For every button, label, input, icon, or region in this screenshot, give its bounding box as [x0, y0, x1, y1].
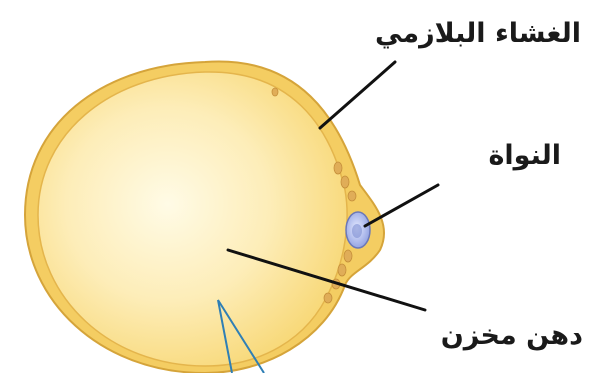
label-nucleus: النواة [488, 142, 561, 169]
leader-line-membrane [320, 62, 395, 128]
leader-line-nucleus [365, 185, 438, 226]
nucleolus [352, 224, 362, 238]
label-plasma-membrane: الغشاء البلازمي [375, 20, 581, 47]
label-stored-fat: دهن مخزن [441, 322, 583, 349]
